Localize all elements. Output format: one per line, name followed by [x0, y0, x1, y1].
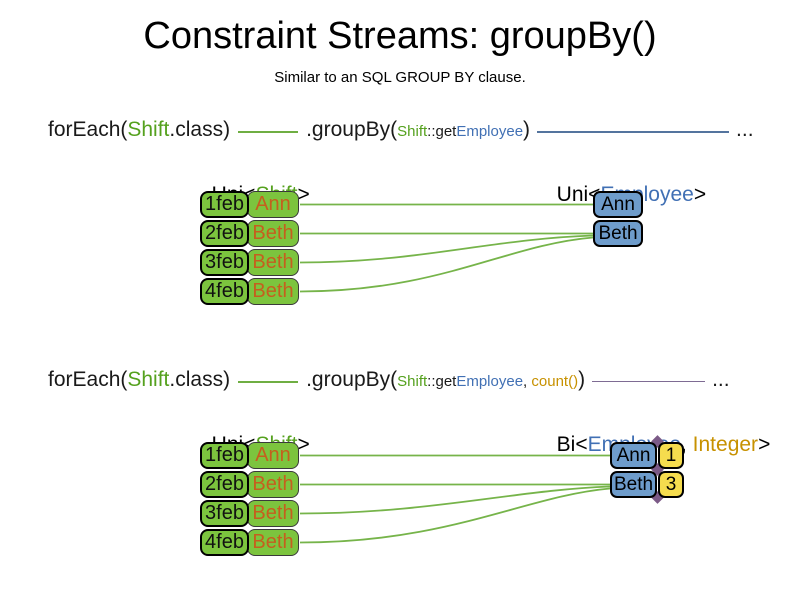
employee-box: Ann	[593, 191, 643, 218]
arg-accessor-text: ::get	[427, 373, 457, 390]
uni-shift-stream-line	[238, 380, 299, 383]
shift-date-cell: 3feb	[200, 249, 249, 276]
foreach-close-text: .class)	[169, 368, 231, 391]
foreach-close-text: .class)	[169, 118, 231, 141]
shift-row: 1feb Ann	[200, 191, 299, 218]
shift-date-cell: 2feb	[200, 220, 249, 247]
heading-open: Bi<	[556, 433, 588, 456]
heading-close: >	[297, 433, 310, 456]
shift-row: 2feb Beth	[200, 471, 299, 498]
arg-accessor-text: ::get	[427, 123, 457, 140]
shift-table-1: 1feb Ann 2feb Beth 3feb Beth 4feb Beth	[200, 191, 299, 305]
foreach-type-text: Shift	[127, 368, 170, 391]
shift-employee-cell: Beth	[247, 249, 299, 276]
groupby-open-text: .groupBy(	[306, 368, 398, 391]
count-arg-text: count()	[531, 373, 579, 390]
ellipsis-text: ...	[736, 118, 754, 141]
shift-employee-cell: Beth	[247, 471, 299, 498]
shift-row: 4feb Beth	[200, 278, 299, 305]
shift-row: 3feb Beth	[200, 500, 299, 527]
shift-date-cell: 4feb	[200, 278, 249, 305]
heading-close: >	[758, 433, 771, 456]
count-box: 3	[658, 471, 684, 498]
foreach-type-text: Shift	[127, 118, 170, 141]
shift-row: 3feb Beth	[200, 249, 299, 276]
arg-type-text: Shift	[397, 373, 428, 390]
heading-type2: Integer	[692, 433, 759, 456]
foreach-open-text: forEach(	[48, 368, 128, 391]
arg-property-text: Employee	[456, 373, 524, 390]
code-line-groupby-1: forEach( Shift .class) .groupBy( Shift :…	[48, 118, 754, 142]
foreach-open-text: forEach(	[48, 118, 128, 141]
shift-date-cell: 1feb	[200, 191, 249, 218]
count-box: 1	[658, 442, 684, 469]
code-line-groupby-2: forEach( Shift .class) .groupBy( Shift :…	[48, 368, 730, 392]
page-subtitle: Similar to an SQL GROUP BY clause.	[274, 69, 526, 86]
page-title: Constraint Streams: groupBy()	[143, 15, 657, 57]
ellipsis-text: ...	[712, 368, 730, 391]
shift-row: 4feb Beth	[200, 529, 299, 556]
shift-employee-cell: Beth	[247, 278, 299, 305]
group-pair: Beth 3	[610, 471, 684, 498]
shift-date-cell: 4feb	[200, 529, 249, 556]
groupby-close-text: )	[523, 118, 531, 141]
connector-line	[299, 485, 611, 515]
employee-group-column-2: Ann 1 Beth 3	[610, 442, 684, 498]
shift-employee-cell: Beth	[247, 500, 299, 527]
employee-box: Beth	[610, 471, 657, 498]
uni-shift-stream-line	[238, 130, 299, 133]
shift-date-cell: 1feb	[200, 442, 249, 469]
shift-table-2: 1feb Ann 2feb Beth 3feb Beth 4feb Beth	[200, 442, 299, 556]
heading-close: >	[297, 183, 310, 206]
shift-employee-cell: Beth	[247, 220, 299, 247]
groupby-open-text: .groupBy(	[306, 118, 398, 141]
heading-separator: ,	[681, 433, 693, 456]
heading-open: Uni<	[556, 183, 601, 206]
shift-employee-cell: Ann	[247, 442, 299, 469]
arg-type-text: Shift	[397, 123, 428, 140]
shift-date-cell: 2feb	[200, 471, 249, 498]
connector-line	[299, 487, 611, 544]
connector-line	[299, 236, 594, 293]
arg-separator-text: ,	[523, 373, 532, 390]
uni-employee-stream-line	[537, 130, 730, 133]
connector-line	[299, 234, 594, 264]
shift-row: 2feb Beth	[200, 220, 299, 247]
heading-close: >	[693, 183, 707, 206]
employee-box: Beth	[593, 220, 643, 247]
shift-employee-cell: Beth	[247, 529, 299, 556]
shift-employee-cell: Ann	[247, 191, 299, 218]
arg-property-text: Employee	[456, 123, 524, 140]
employee-group-column-1: Ann Beth	[593, 191, 643, 247]
groupby-close-text: )	[578, 368, 586, 391]
employee-box: Ann	[610, 442, 657, 469]
shift-date-cell: 3feb	[200, 500, 249, 527]
bi-stream-line	[592, 380, 706, 383]
group-pair: Ann 1	[610, 442, 684, 469]
shift-row: 1feb Ann	[200, 442, 299, 469]
